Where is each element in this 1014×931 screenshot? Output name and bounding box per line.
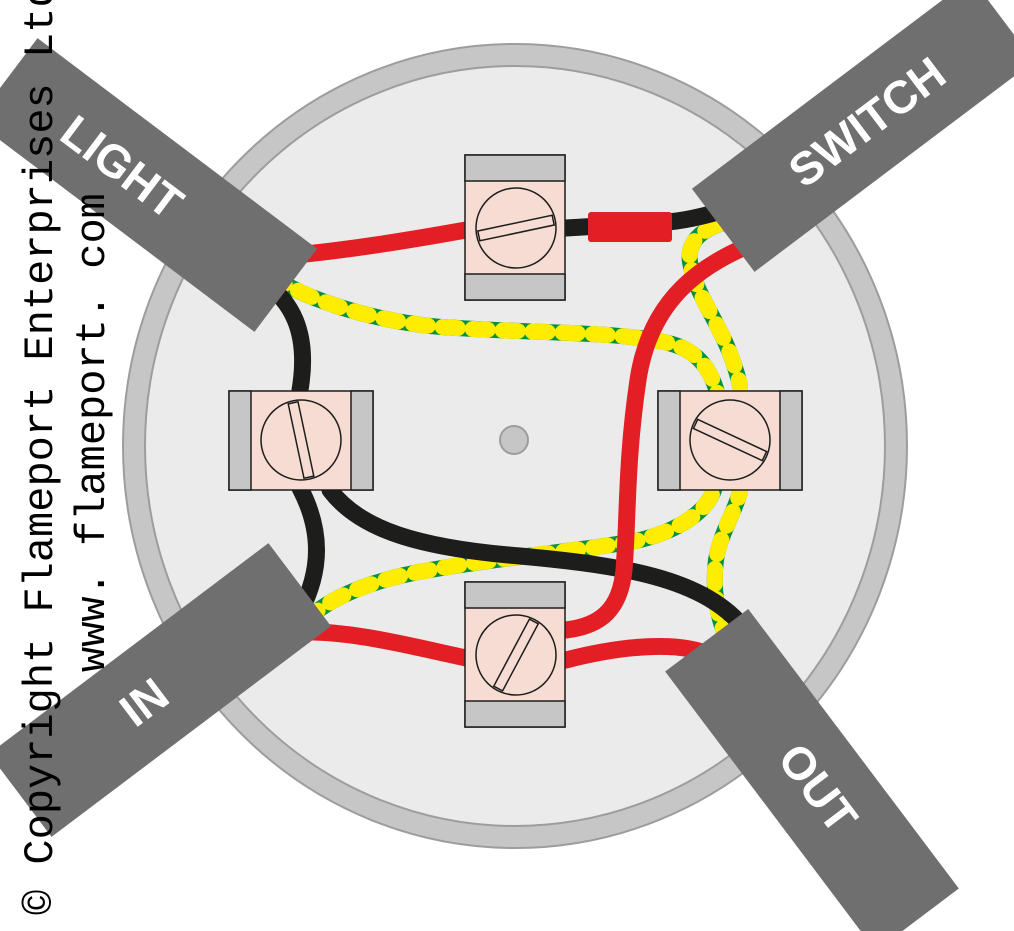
copyright-block: © Copyright Flameport Enterprises Ltd ww… [17, 0, 117, 915]
fixing-hole [499, 425, 529, 455]
terminal-right [657, 390, 803, 491]
live-wire-switch [557, 229, 777, 639]
screw-icon [260, 399, 342, 481]
screw-icon [475, 614, 557, 696]
neutral-wire-out [321, 481, 759, 645]
terminal-left [228, 390, 374, 491]
earth-wire-light [264, 268, 726, 404]
terminal-top [464, 154, 566, 301]
earth-wire-switch [681, 210, 756, 394]
copyright-website: www. flameport. com [69, 193, 117, 672]
red-sleeve-marker [588, 212, 672, 242]
copyright-owner: © Copyright Flameport Enterprises Ltd [17, 0, 65, 915]
terminal-bottom [464, 581, 566, 728]
earth-wire-out [706, 484, 748, 650]
screw-icon [475, 187, 557, 269]
cable-out: OUT [665, 608, 959, 931]
cable-in: IN [0, 543, 332, 837]
screw-icon [689, 399, 771, 481]
